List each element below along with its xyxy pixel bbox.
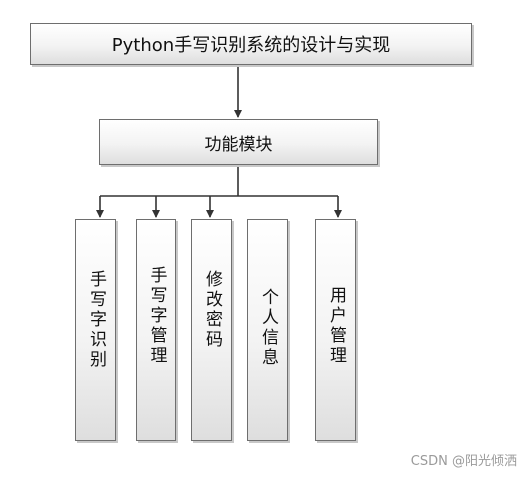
- leaf-label: 手写字管理: [146, 266, 167, 366]
- function-module-box: 功能模块: [99, 119, 378, 165]
- leaf-handwriting-management: 手写字管理: [136, 219, 176, 441]
- leaf-label: 手写字识别: [86, 270, 106, 370]
- watermark-text: CSDN @阳光倾洒: [410, 454, 517, 469]
- function-module-label: 功能模块: [204, 134, 273, 155]
- leaf-user-management: 用户管理: [315, 219, 356, 441]
- leaf-change-password: 修改密码: [191, 219, 232, 441]
- leaf-personal-info: 个人信息: [247, 219, 288, 441]
- leaf-label: 用户管理: [326, 286, 346, 366]
- leaf-label: 修改密码: [202, 270, 222, 350]
- leaf-handwriting-recognition: 手写字识别: [75, 219, 116, 441]
- system-title-label: Python手写识别系统的设计与实现: [111, 35, 391, 56]
- leaf-label: 个人信息: [258, 288, 278, 368]
- system-title-box: Python手写识别系统的设计与实现: [30, 23, 472, 65]
